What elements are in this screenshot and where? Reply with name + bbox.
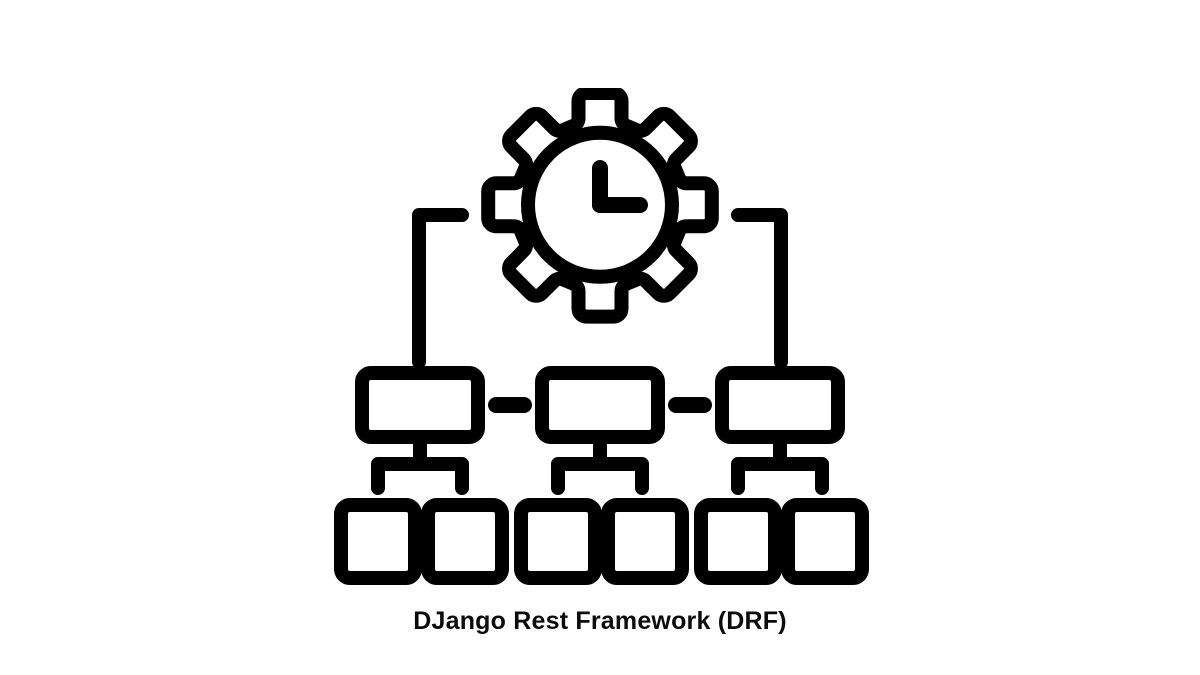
page-title: DJango Rest Framework (DRF) bbox=[413, 607, 787, 635]
leaf-node-box-1 bbox=[334, 498, 422, 585]
leaf-node-box-4 bbox=[601, 498, 689, 585]
clock-face-icon bbox=[521, 125, 679, 284]
gear-icon bbox=[481, 88, 719, 324]
leaf-node-box-5 bbox=[694, 498, 782, 585]
middle-node-box-3 bbox=[715, 366, 845, 444]
connector-right-bracket bbox=[731, 208, 788, 369]
leaf-node-box-2 bbox=[421, 498, 509, 585]
leaf-node-box-6 bbox=[781, 498, 869, 585]
middle-node-box-1 bbox=[355, 366, 485, 444]
connector-tee-3 bbox=[731, 438, 829, 495]
connector-tee-2 bbox=[551, 438, 649, 495]
connector-tee-1 bbox=[371, 438, 469, 495]
middle-node-box-2 bbox=[535, 366, 665, 444]
drf-architecture-diagram bbox=[334, 88, 869, 585]
connector-left-bracket bbox=[412, 208, 469, 369]
leaf-node-box-3 bbox=[514, 498, 602, 585]
